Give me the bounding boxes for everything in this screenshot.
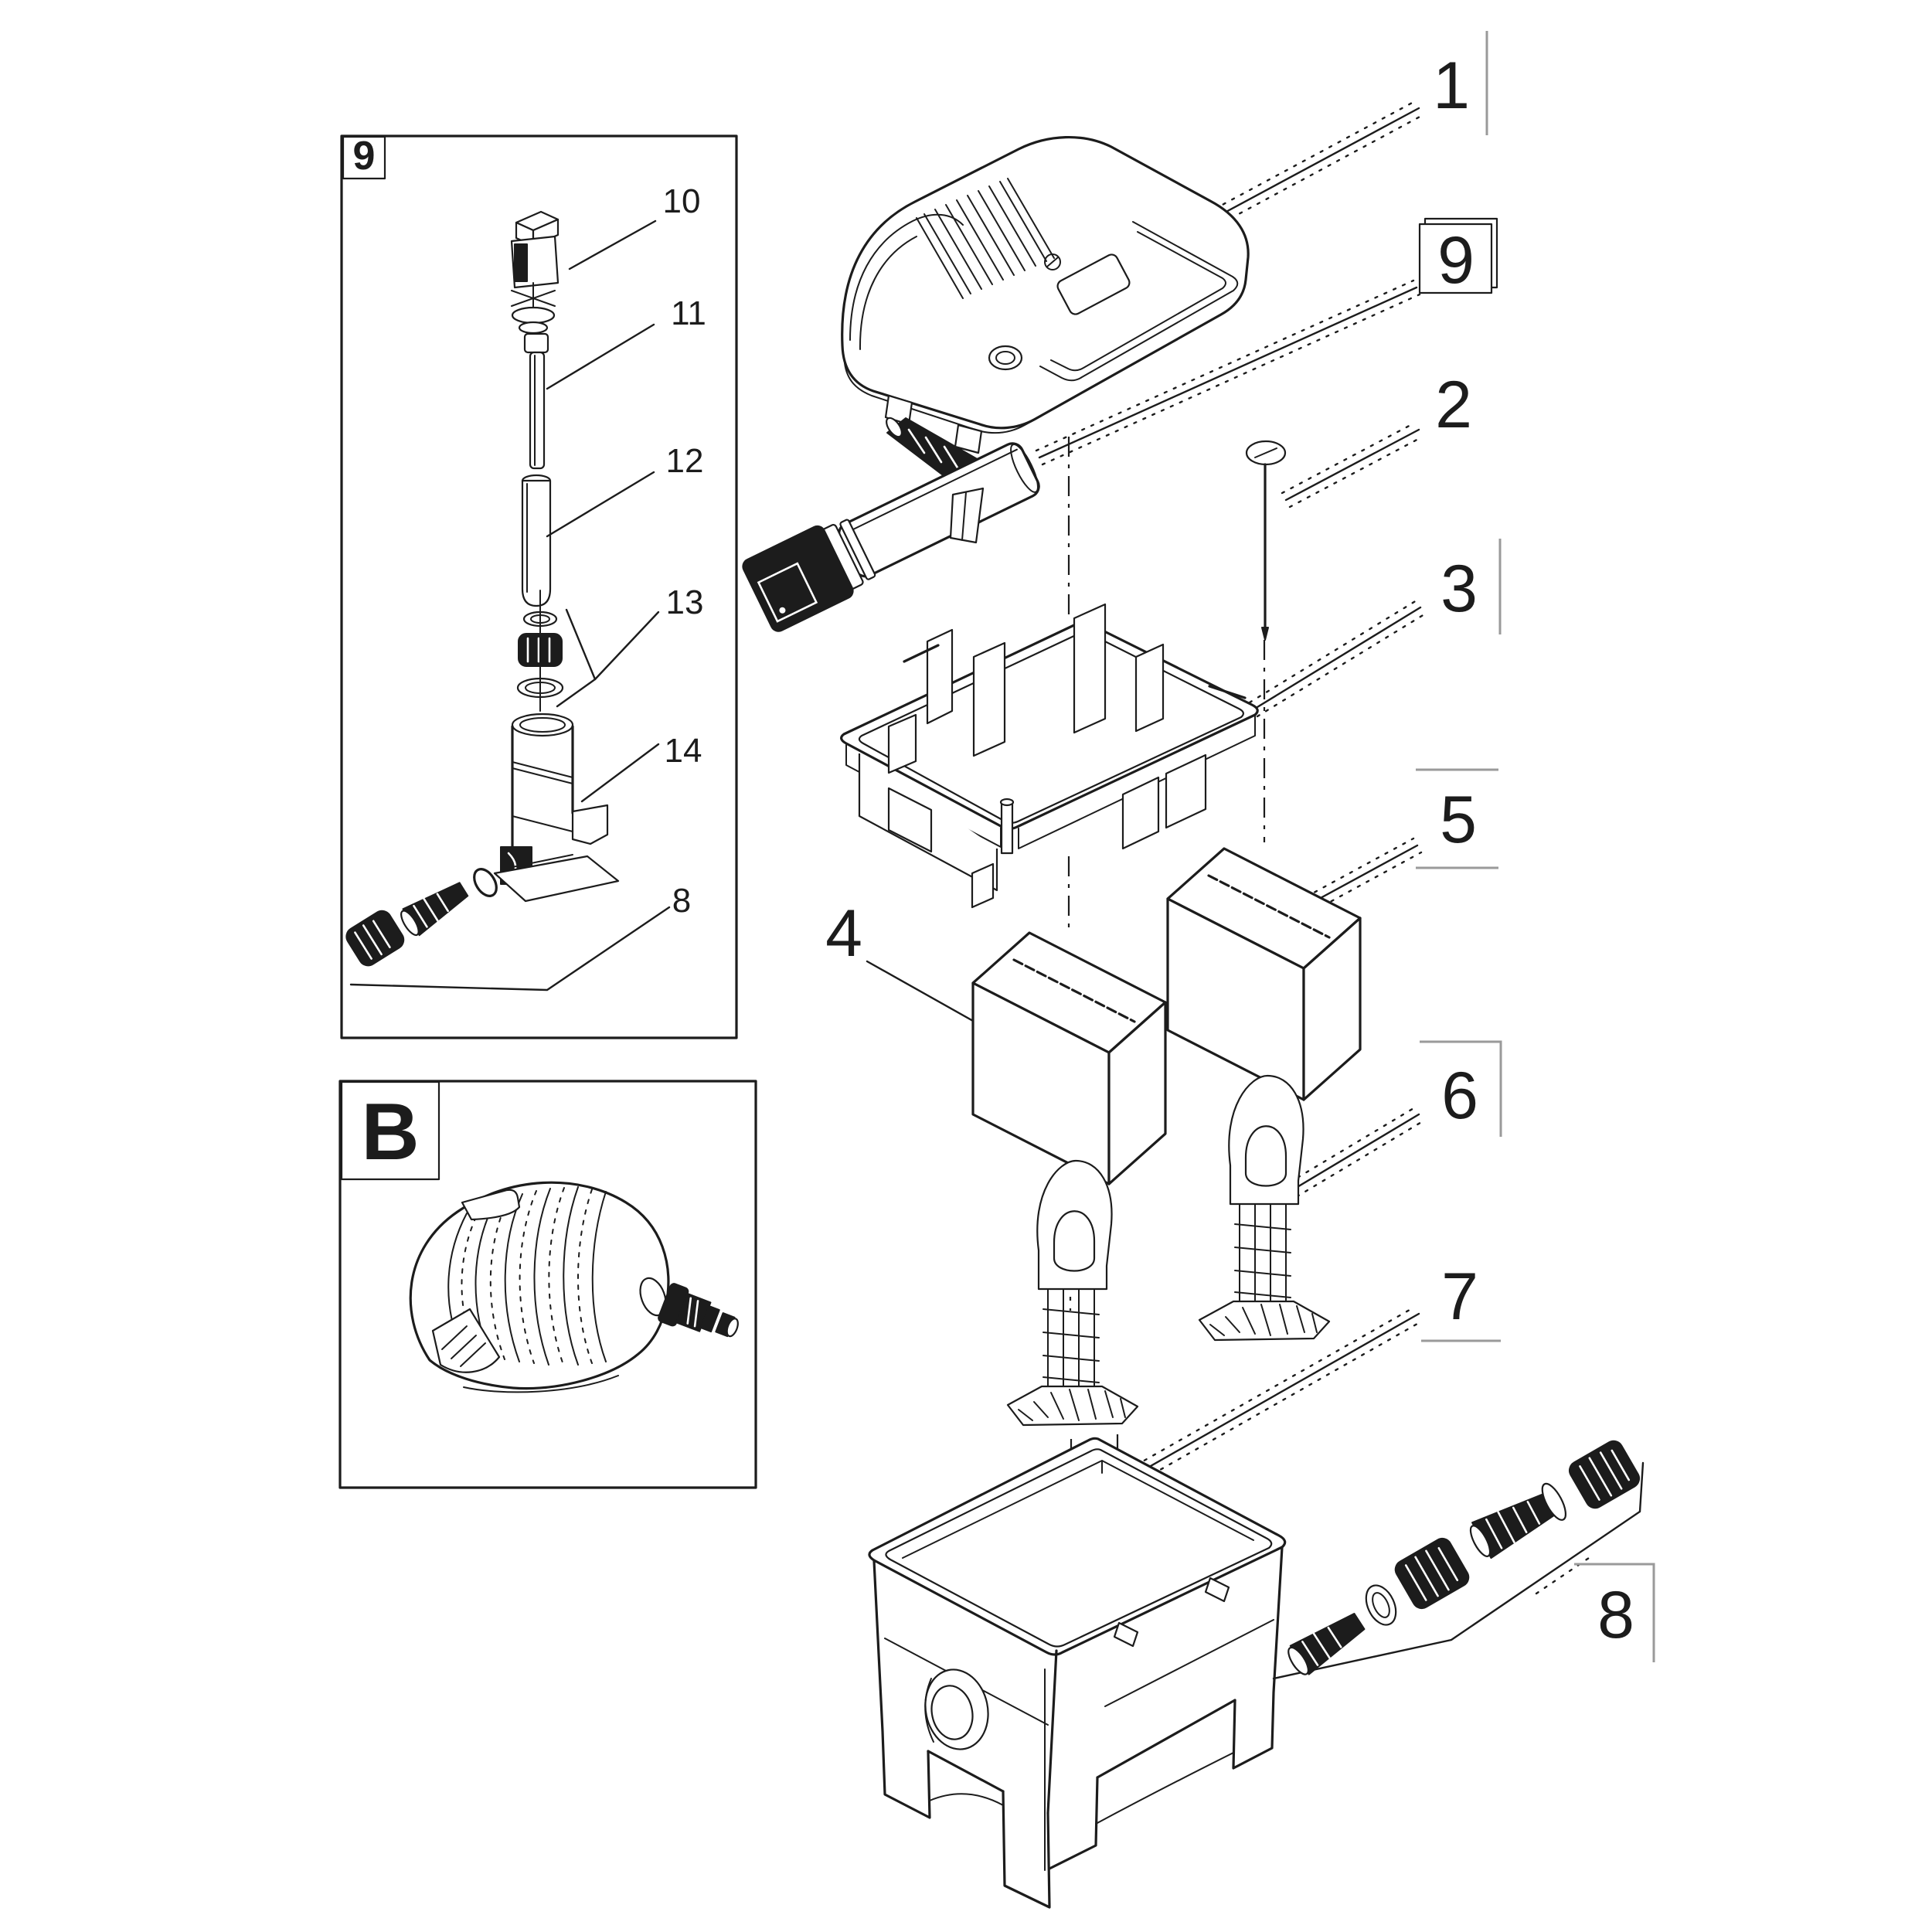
filter-lid-drawing xyxy=(841,136,1250,454)
inset-uvc-label: 9 xyxy=(353,134,376,179)
callout-4-label: 4 xyxy=(825,896,862,971)
filter-foam-5-drawing xyxy=(1166,847,1362,1101)
callout-13-label: 13 xyxy=(666,583,704,621)
foam-holder-left xyxy=(1006,1159,1139,1427)
leader-12 xyxy=(546,471,655,538)
inset-pump-box: B xyxy=(338,1080,757,1489)
leader-8-inset xyxy=(349,906,671,992)
quartz-tube-drawing xyxy=(521,474,552,607)
leader-13 xyxy=(594,611,660,681)
leader-10 xyxy=(568,219,657,270)
callout-12-label: 12 xyxy=(666,442,704,480)
callout-14-label: 14 xyxy=(665,732,702,770)
callout-8-bracket xyxy=(1574,1563,1655,1662)
filter-container-drawing xyxy=(868,1437,1287,1909)
callout-8-inset-label: 8 xyxy=(672,882,691,920)
uvc-bracket xyxy=(949,487,985,544)
uvc-housing-drawing xyxy=(493,713,620,903)
inset-pump-label: B xyxy=(361,1087,419,1177)
callout-5-label: 5 xyxy=(1440,783,1477,857)
uvc-unit-drawing xyxy=(742,417,1040,632)
callout-6-label: 6 xyxy=(1441,1059,1478,1133)
callout-1-label: 1 xyxy=(1433,49,1470,123)
hose-connection-set-drawing xyxy=(1287,1440,1641,1675)
tube-11-drawing xyxy=(523,332,549,470)
callout-7-label: 7 xyxy=(1441,1260,1478,1334)
main-callouts: 1 9 2 3 4 5 6 7 8 xyxy=(825,31,1655,1662)
callout-2-label: 2 xyxy=(1435,368,1472,442)
inner-tray-drawing xyxy=(840,603,1259,909)
filter-foam-4-drawing xyxy=(971,931,1167,1185)
lamp-holder-drawing xyxy=(510,210,560,335)
inset-pump-label-box xyxy=(340,1080,440,1181)
pump-drawing xyxy=(409,1181,739,1393)
callout-11-label: 11 xyxy=(671,294,706,332)
foam-holder-right xyxy=(1198,1074,1331,1342)
leader-8-main xyxy=(1272,1461,1645,1680)
callout-8-label: 8 xyxy=(1597,1578,1634,1652)
callout-9-box xyxy=(1418,223,1493,294)
inset-uvc-detail-box: 9 10 11 12 xyxy=(340,134,738,1039)
hose-parts-drawing xyxy=(345,868,498,967)
leader-11 xyxy=(546,323,655,390)
callout-10-label: 10 xyxy=(663,182,701,220)
inset-uvc-label-box xyxy=(342,135,386,180)
leader-14 xyxy=(580,743,660,803)
callout-3-label: 3 xyxy=(1440,552,1478,626)
callout-6-bracket xyxy=(1420,1040,1502,1137)
retaining-pin-drawing xyxy=(1245,440,1287,641)
callout-9-label: 9 xyxy=(1437,223,1475,298)
seal-set-drawing xyxy=(516,590,564,712)
